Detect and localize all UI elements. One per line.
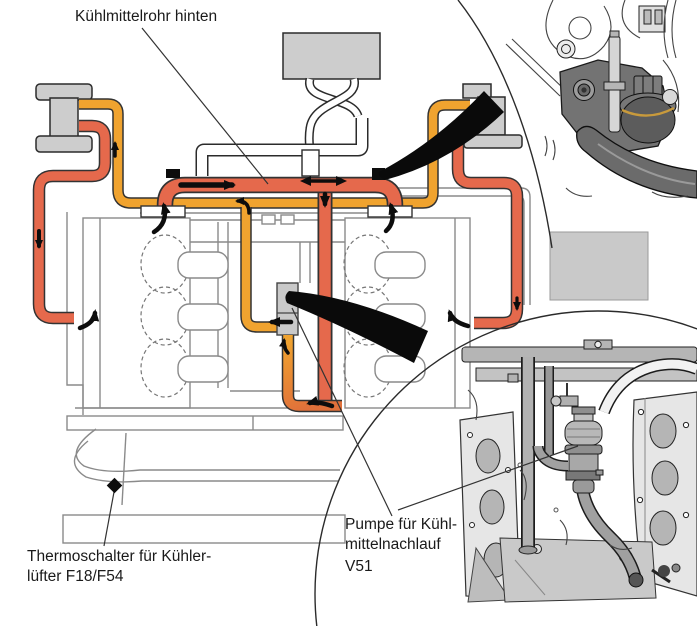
cylinder-bank-left: [82, 217, 191, 409]
pump-inlet-pipe: [281, 335, 342, 413]
flow-arrow-up-right-flange: [383, 202, 399, 234]
afterrun-pump-photo: [564, 406, 604, 494]
bumper-line: [75, 428, 340, 473]
inset-circle-bottom-right: [314, 310, 697, 626]
coolant-pipe-orange: [79, 98, 470, 333]
coolant-pipe-photo: [576, 125, 697, 199]
pump-hose: [578, 490, 640, 579]
cylinder-bores-left: [140, 234, 229, 398]
leader-coolant-pipe: [141, 27, 269, 185]
leader-pump-block: [291, 307, 393, 517]
accessory-block: [549, 231, 649, 301]
swoosh-arrow-top: [378, 91, 504, 180]
coolant-pipe-red-left: [32, 119, 112, 325]
label-coolant-pipe-rear: Kühlmittelrohr hinten: [75, 8, 217, 25]
flow-arrow-exit-right: [447, 309, 471, 329]
subframe-bar: [66, 415, 344, 431]
pipe-mount-marker: [166, 169, 180, 178]
breather-hose: [599, 359, 697, 414]
coolant-rail-top: [461, 346, 697, 363]
afterrun-pump-block: [276, 282, 299, 336]
flow-arrow-bottom-left: [306, 395, 335, 409]
flow-arrow-up-left-flange: [151, 202, 171, 235]
engine-outline: [62, 187, 531, 544]
label-pump-line3: V51: [345, 558, 373, 575]
inset-pump-photo: [459, 339, 697, 603]
o-ring: [621, 106, 675, 117]
label-thermo-switch-line2: lüfter F18/F54: [27, 568, 124, 585]
coolant-pipe-rear: [156, 176, 404, 212]
label-thermo-switch-line1: Thermoschalter für Kühler-: [27, 548, 211, 565]
coolant-pipe-front: [195, 118, 369, 177]
flow-arrow-pump-in: [279, 338, 290, 355]
inset-sensor-photo: [505, 0, 697, 199]
heat-exchanger-left: [35, 83, 93, 153]
expansion-tank: [282, 32, 381, 80]
swoosh-arrow-bottom: [285, 291, 428, 363]
tank-hoses: [304, 77, 363, 153]
pipe-stub: [301, 149, 320, 177]
label-pump-line1: Pumpe für Kühl-: [345, 516, 457, 533]
leader-thermo-switch: [103, 491, 115, 547]
flow-arrow-left: [235, 197, 251, 215]
inset-circle-top-right: [457, 0, 553, 249]
radiator: [62, 514, 346, 544]
bolt-icon: [556, 39, 576, 59]
thermo-switch-marker: [106, 477, 123, 494]
valve: [559, 395, 579, 407]
label-pump-line2: mittelnachlauf: [345, 536, 441, 553]
leader-pump-inset: [397, 445, 579, 511]
flow-arrow-exit-left: [77, 309, 100, 331]
